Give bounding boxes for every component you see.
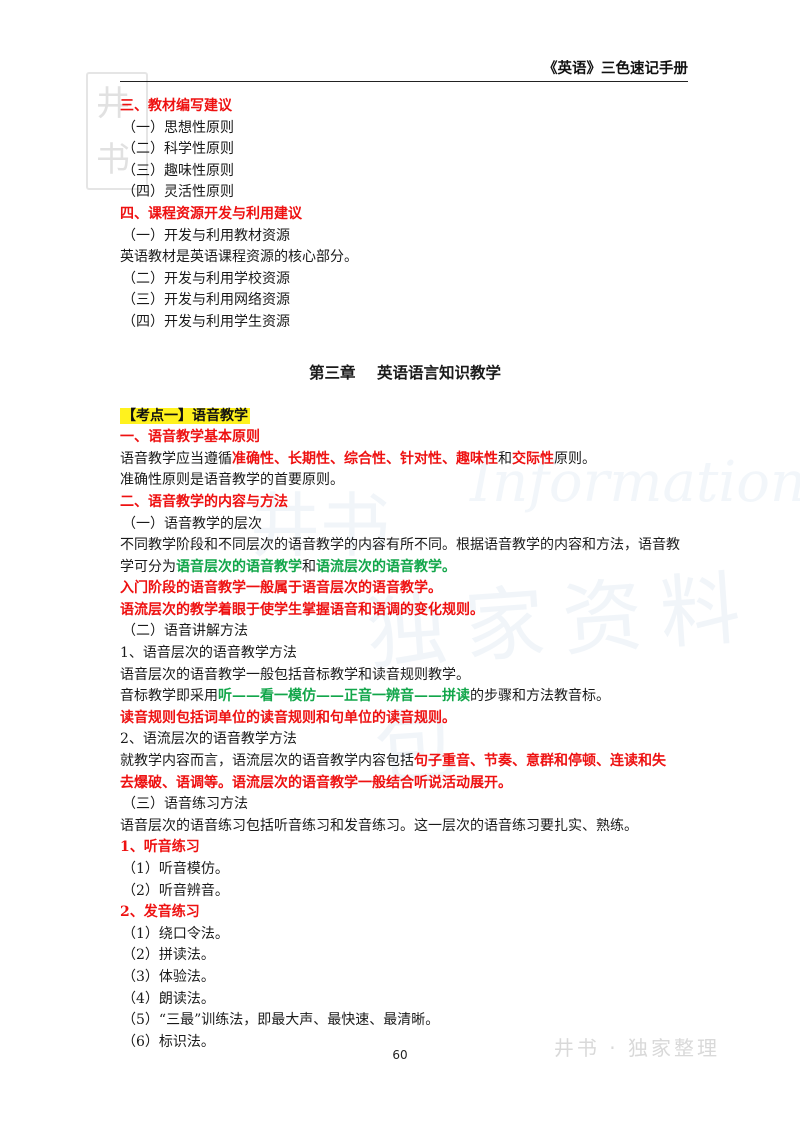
- paragraph: 2、语流层次的语音教学方法: [120, 731, 297, 748]
- list-item: （三）开发与利用网络资源: [122, 292, 290, 309]
- page-content: 三、教材编写建议 （一）思想性原则 （二）科学性原则 （三）趣味性原则 （四）灵…: [120, 96, 690, 1053]
- page-header: 《英语》三色速记手册: [120, 57, 688, 82]
- list-item: （1）听音模仿。: [122, 861, 229, 877]
- seal-watermark: 井 书: [86, 72, 148, 190]
- emphasis-green: 语音层次的语音教学: [176, 558, 302, 575]
- list-item: （2）听音辨音。: [122, 882, 229, 899]
- paragraph: 1、语音层次的语音教学方法: [120, 645, 297, 662]
- paragraph: 语音教学应当遵循准确性、长期性、综合性、针对性、趣味性和交际性原则。: [120, 449, 690, 471]
- sub-heading: 一、语音教学基本原则: [120, 429, 260, 446]
- emphasis-line: 入门阶段的语音教学一般属于语音层次的语音教学。: [120, 580, 442, 597]
- text-span: 学可分为: [120, 558, 176, 575]
- list-item: （3）体验法。: [122, 968, 215, 985]
- paragraph: 准确性原则是语音教学的首要原则。: [120, 472, 344, 489]
- list-item: （一）思想性原则: [122, 119, 234, 136]
- list-item: （二）开发与利用学校资源: [122, 270, 290, 287]
- chapter-name: 英语语言知识教学: [376, 363, 501, 382]
- kaodian-line: 【考点一】语音教学: [120, 406, 690, 428]
- paragraph: 不同教学阶段和不同层次的语音教学的内容有所不同。根据语音教学的内容和方法，语音教: [120, 537, 680, 554]
- text-span: 和: [498, 450, 512, 467]
- list-item: （1）绕口令法。: [122, 925, 229, 942]
- watermark-script: Information: [470, 450, 800, 515]
- text-span: 就教学内容而言，语流层次的语音教学内容包括: [120, 753, 414, 770]
- paragraph: 音标教学即采用听——看一模仿——正音一辨音——拼读的步骤和方法教音标。: [120, 686, 690, 708]
- list-item: （一）语音教学的层次: [122, 515, 262, 532]
- paragraph: 语音层次的语音教学一般包括音标教学和读音规则教学。: [120, 666, 470, 683]
- sub-heading: 2、发音练习: [120, 904, 200, 921]
- emphasis-red: 句子重音、节奏、意群和停顿、连读和失: [414, 753, 666, 770]
- list-item: （5）“三最”训练法，即最大声、最快速、最清晰。: [122, 1012, 440, 1029]
- sub-heading: 1、听音练习: [120, 839, 200, 856]
- paragraph: 英语教材是英语课程资源的核心部分。: [120, 249, 358, 266]
- list-item: （二）科学性原则: [122, 141, 234, 158]
- seal-char-2: 书: [96, 140, 130, 180]
- emphasis-line: 语流层次的教学着眼于使学生掌握语音和语调的变化规则。: [120, 601, 484, 618]
- emphasis-red: 交际性: [512, 450, 554, 467]
- section-heading-3: 三、教材编写建议: [120, 98, 232, 114]
- paragraph: 就教学内容而言，语流层次的语音教学内容包括句子重音、节奏、意群和停顿、连读和失: [120, 751, 690, 773]
- page-number: 60: [392, 1048, 408, 1062]
- list-item: （四）灵活性原则: [122, 184, 234, 201]
- text-span: 音标教学即采用: [120, 688, 218, 705]
- text-span: 语音教学应当遵循: [120, 450, 232, 467]
- section-heading-4: 四、课程资源开发与利用建议: [120, 205, 302, 222]
- list-item: （一）开发与利用教材资源: [122, 227, 290, 244]
- seal-char-1: 井: [96, 84, 130, 124]
- list-item: （4）朗读法。: [122, 990, 215, 1007]
- emphasis-line: 去爆破、语调等。语流层次的语音教学一般结合听说活动展开。: [120, 774, 512, 791]
- list-item: （二）语音讲解方法: [122, 623, 248, 640]
- list-item: （四）开发与利用学生资源: [122, 313, 290, 330]
- paragraph: 学可分为语音层次的语音教学和语流层次的语音教学。: [120, 557, 690, 579]
- paragraph: 语音层次的语音练习包括听音练习和发音练习。这一层次的语音练习要扎实、熟练。: [120, 817, 638, 834]
- kaodian-label: 【考点一】语音教学: [120, 407, 250, 424]
- list-item: （2）拼读法。: [122, 947, 215, 964]
- text-span: 和: [302, 558, 316, 575]
- chapter-title: 第三章 英语语言知识教学: [120, 346, 690, 400]
- corner-watermark: 井书 · 独家整理: [553, 1036, 720, 1060]
- list-item: （三）语音练习方法: [122, 796, 248, 813]
- watermark-left: 井书: [250, 485, 390, 567]
- chapter-number: 第三章: [309, 363, 356, 382]
- emphasis-line: 读音规则包括词单位的读音规则和句单位的读音规则。: [120, 709, 456, 726]
- text-span: 原则。: [554, 450, 596, 467]
- emphasis-green: 听——看一模仿——正音一辨音——拼读: [218, 688, 470, 705]
- header-title: 《英语》三色速记手册: [543, 61, 688, 77]
- emphasis-red: 准确性、长期性、综合性、针对性、趣味性: [232, 450, 498, 467]
- list-item: （6）标识法。: [122, 1033, 215, 1050]
- sub-heading: 二、语音教学的内容与方法: [120, 493, 288, 510]
- list-item: （三）趣味性原则: [122, 162, 234, 179]
- text-span: 的步骤和方法教音标。: [470, 688, 610, 705]
- emphasis-green: 语流层次的语音教学。: [316, 558, 456, 575]
